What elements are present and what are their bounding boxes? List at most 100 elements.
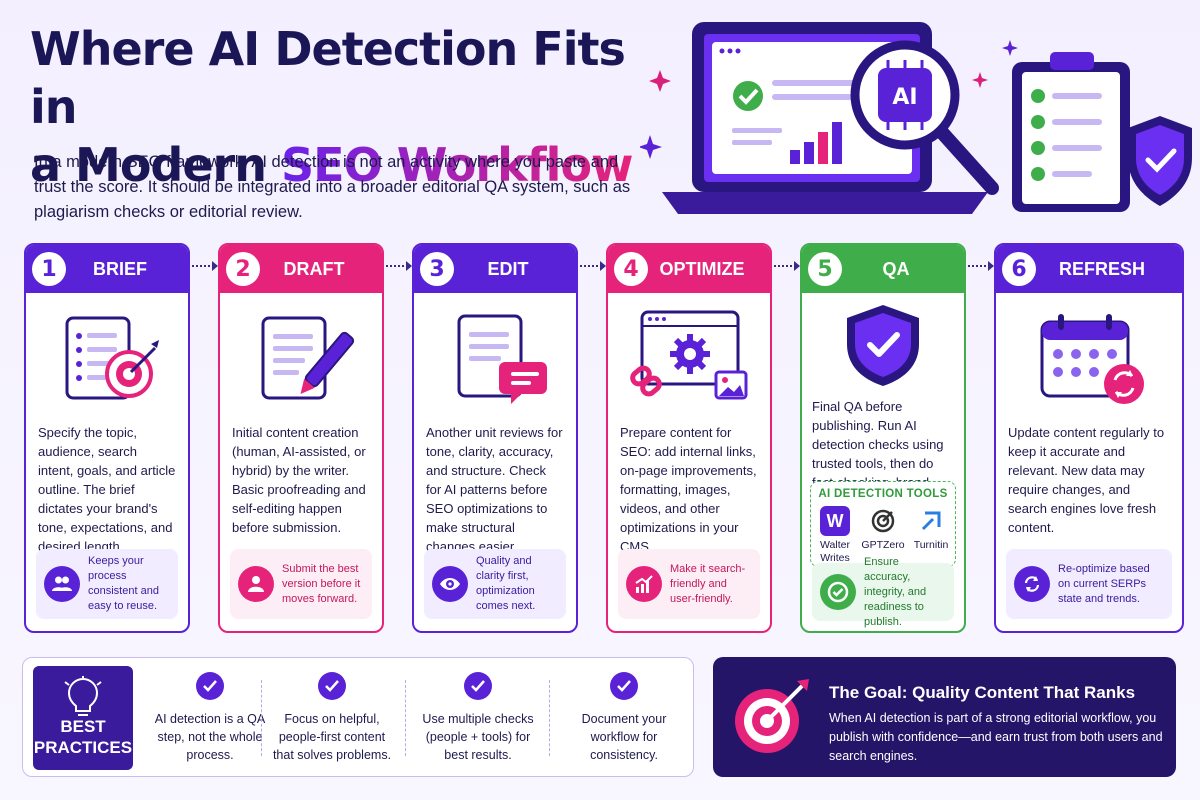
checkmark-icon [318,672,346,700]
step-description: Specify the topic, audience, search inte… [38,425,176,554]
best-practice-text: Focus on helpful, people-first content t… [272,712,392,762]
check-circle-icon [820,574,856,610]
title-line-2: a Modern SEO Workflow [30,136,670,194]
step-tip: Make it search-friendly and user-friendl… [618,549,760,619]
checkmark-icon [196,672,224,700]
best-practice-item: Document your workflow for consistency. [559,672,689,764]
step-label: REFRESH [1058,258,1145,279]
step-tip-text: Quality and clarity first, optimization … [476,555,536,612]
page-title: Where AI Detection Fits in a Modern SEO … [30,20,670,194]
tools-heading: AI DETECTION TOOLS [818,488,948,500]
flow-arrow [580,261,606,271]
step-number: 6 [1002,252,1036,286]
best-practice-text: AI detection is a QA step, not the whole… [154,712,266,762]
step-description: Another unit reviews for tone, clarity, … [426,425,563,554]
user-icon [238,566,274,602]
browser-gear-icon [608,293,770,423]
intro-paragraph: In a modern SEO framework, AI detection … [34,153,631,221]
document-comment-icon [414,293,576,423]
sparkle-icon [649,70,988,92]
step-description: Prepare content for SEO: add internal li… [620,425,757,554]
step-tip-text: Ensure accuracy, integrity, and readines… [864,555,927,628]
checkmark-icon [464,672,492,700]
svg-text:AI: AI [892,85,917,110]
divider [549,680,550,756]
people-icon [44,566,80,602]
step-card-qa: 5 QA Final QA before publishing. Run AI … [800,243,966,633]
turnitin-logo [916,506,946,536]
step-card-draft: 2 DRAFT Initial content creation (human,… [218,243,384,633]
checklist-clipboard-icon [1012,52,1130,212]
step-card-optimize: 4 OPTIMIZE Prepare content for SEO: add … [606,243,772,633]
step-number: 5 [808,252,842,286]
step-header: 2 DRAFT [220,245,382,293]
best-practices-panel: BEST PRACTICES AI detection is a QA step… [22,657,694,777]
divider [405,680,406,756]
best-practice-item: Use multiple checks (people + tools) for… [413,672,543,764]
tool-walter-writes: W Walter Writes [811,506,859,565]
document-pen-icon [220,293,382,423]
best-practices-label: BEST PRACTICES [33,716,133,758]
step-card-brief: 1 BRIEF Specify the topic, audience, sea… [24,243,190,633]
step-card-refresh: 6 REFRESH Update content regularly to ke [994,243,1184,633]
workflow-steps: 1 BRIEF Specify the topic, audience, sea… [24,243,1184,633]
growth-chart-icon [626,566,662,602]
tool-name: Turnitin [913,539,949,551]
step-header: 5 QA [802,245,964,293]
ai-magnifier-icon: AI [850,40,999,195]
step-description: Initial content creation (human, AI-assi… [232,425,366,535]
flow-arrow [192,261,218,271]
step-label: EDIT [487,258,529,279]
shield-check-icon [802,293,964,397]
target-arrow-icon [735,679,809,753]
step-number: 4 [614,252,648,286]
tool-gptzero: GPTZero [859,506,907,565]
step-number: 3 [420,252,454,286]
step-number: 2 [226,252,260,286]
step-description: Update content regularly to keep it accu… [1008,425,1165,535]
step-card-edit: 3 EDIT Another unit reviews for tone, cl… [412,243,578,633]
hero-illustration: AI [640,22,1192,214]
best-practice-item: AI detection is a QA step, not the whole… [147,672,273,764]
step-header: 6 REFRESH [996,245,1182,293]
best-practice-item: Focus on helpful, people-first content t… [267,672,397,764]
title-prefix: a Modern [30,138,282,192]
shield-check-icon [1128,116,1192,206]
step-tip-text: Re-optimize based on current SERPs state… [1058,562,1150,605]
refresh-icon [1014,566,1050,602]
best-practices-badge: BEST PRACTICES [33,666,133,770]
goal-panel: The Goal: Quality Content That Ranks Whe… [713,657,1176,777]
flow-arrow [968,261,994,271]
step-tip: Re-optimize based on current SERPs state… [1006,549,1172,619]
step-label: BRIEF [93,258,147,279]
title-line-1: Where AI Detection Fits in [30,22,626,134]
step-tip: Submit the best version before it moves … [230,549,372,619]
flow-arrow [386,261,412,271]
gptzero-logo [868,506,898,536]
document-target-icon [26,293,188,423]
checkmark-icon [610,672,638,700]
step-label: OPTIMIZE [659,258,745,279]
step-number: 1 [32,252,66,286]
step-tip-text: Keeps your process consistent and easy t… [88,555,159,612]
tool-turnitin: Turnitin [907,506,955,565]
step-header: 3 EDIT [414,245,576,293]
flow-arrow [774,261,800,271]
ai-detection-tools: AI DETECTION TOOLS W Walter Writes GPTZe… [810,481,956,567]
step-header: 4 OPTIMIZE [608,245,770,293]
eye-icon [432,566,468,602]
step-tip: Ensure accuracy, integrity, and readines… [812,556,954,628]
calendar-refresh-icon [996,293,1182,423]
tool-name: Walter Writes [820,539,850,564]
step-label: QA [882,258,910,279]
walter-writes-logo: W [820,506,850,536]
label-line-2: PRACTICES [33,738,133,757]
best-practice-text: Use multiple checks (people + tools) for… [422,712,534,762]
goal-description: When AI detection is part of a strong ed… [829,711,1163,763]
step-tip: Keeps your process consistent and easy t… [36,549,178,619]
step-label: DRAFT [283,258,345,279]
tool-name: GPTZero [861,539,905,551]
step-tip-text: Submit the best version before it moves … [282,562,361,605]
step-header: 1 BRIEF [26,245,188,293]
lightbulb-icon [64,676,102,716]
